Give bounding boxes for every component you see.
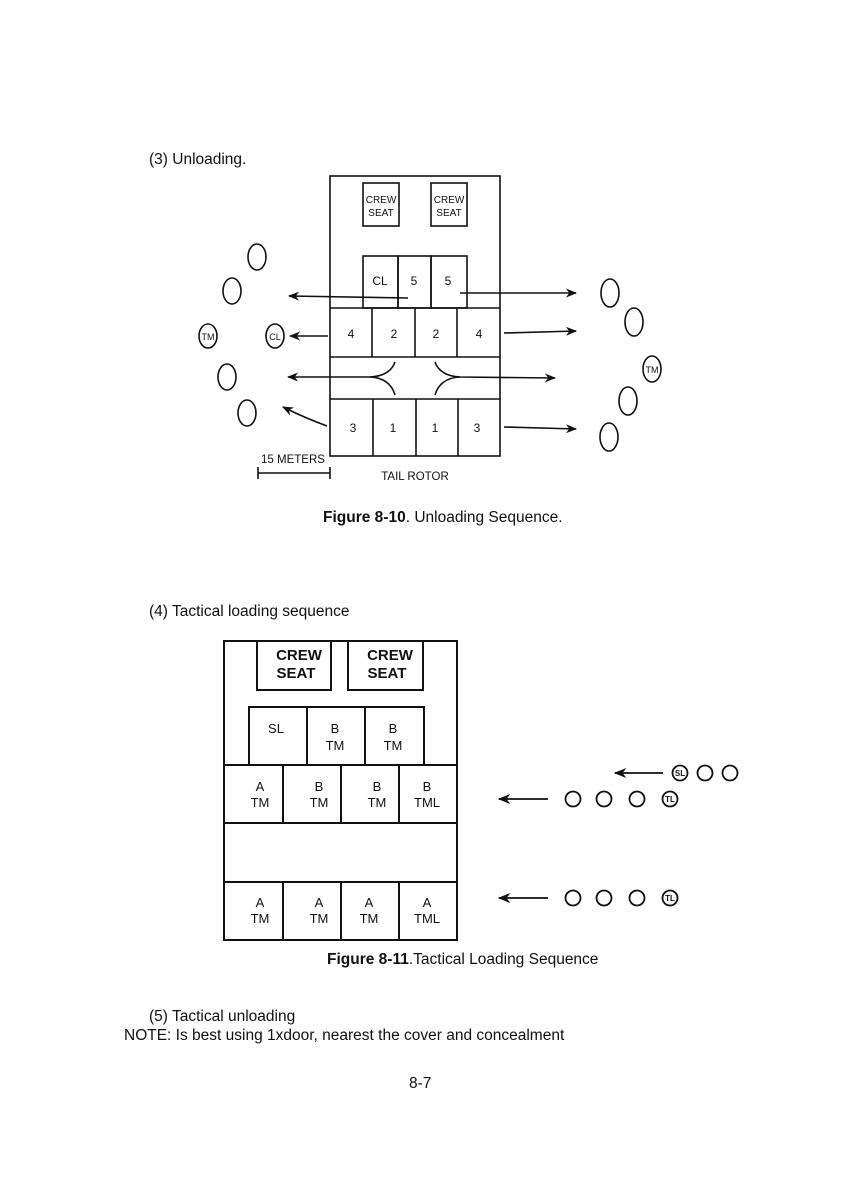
arrow-rear-left: [281, 406, 328, 427]
seat-label: 2: [391, 327, 398, 341]
troop-position: [618, 386, 638, 416]
seat-label: TM: [310, 911, 329, 926]
seat-label: A: [423, 895, 432, 910]
crew-seat-label: CREW: [366, 195, 397, 206]
seat-label: CL: [372, 274, 388, 288]
seat-label: 2: [433, 327, 440, 341]
figure-8-11-title: .Tactical Loading Sequence: [408, 951, 599, 968]
seat-label: B: [373, 779, 382, 794]
figure-8-11-label: Figure 8-11: [327, 951, 409, 968]
position-label: TL: [665, 795, 675, 804]
seat-label: SL: [268, 721, 284, 736]
crew-seat-left: [256, 640, 332, 691]
seat-label: A: [315, 895, 324, 910]
crew-seat-left: [362, 182, 400, 227]
troop-position: [624, 307, 644, 337]
position-label: SL: [675, 769, 685, 778]
crew-seat-label: SEAT: [368, 208, 393, 219]
troop-position: [564, 889, 582, 907]
seat-label: 5: [445, 274, 452, 288]
crew-seat-right: [347, 640, 424, 691]
seat-label: 1: [390, 421, 397, 435]
crew-seat-right: [430, 182, 468, 227]
seat-label: B: [389, 721, 398, 736]
arrow-rear-right: [503, 424, 578, 434]
seat-front-3: [364, 706, 425, 766]
seat-label: B: [315, 779, 324, 794]
seat-label: A: [256, 895, 265, 910]
seat-label: TM: [310, 795, 329, 810]
seat-label: TM: [251, 911, 270, 926]
figure-8-11-caption: Figure 8-11.Tactical Loading Sequence: [327, 951, 598, 969]
position-label: TL: [665, 894, 675, 903]
tactical-loading-heading: (4) Tactical loading sequence: [149, 603, 350, 620]
troop-position: [237, 399, 257, 427]
troop-position-tm: [198, 323, 218, 349]
troop-position: [600, 278, 620, 308]
seat-label: TM: [360, 911, 379, 926]
seat-label: 3: [350, 421, 357, 435]
scale-label: 15 METERS: [261, 454, 325, 466]
crew-seat-label: SEAT: [368, 665, 407, 682]
seat-label: TM: [326, 738, 345, 753]
position-label: TM: [646, 365, 659, 375]
troop-position-cl: [265, 323, 285, 349]
position-label: CL: [269, 332, 281, 342]
seat-label: 4: [348, 327, 355, 341]
troop-position: [628, 790, 646, 808]
unloading-heading: (3) Unloading.: [149, 151, 247, 168]
crew-seat-label: SEAT: [277, 665, 316, 682]
seat-front-2: [306, 706, 366, 766]
troop-position: [217, 363, 237, 391]
crew-seat-label: CREW: [434, 195, 465, 206]
seat-front-1: [248, 706, 308, 766]
troop-position: [721, 764, 739, 782]
page-number: 8-7: [409, 1075, 432, 1092]
position-label: TM: [202, 332, 215, 342]
troop-position: [595, 889, 613, 907]
troop-position: [628, 889, 646, 907]
helicopter-fuselage: [329, 175, 501, 457]
seat-label: A: [365, 895, 374, 910]
troop-position: [247, 243, 267, 271]
seat-label: TML: [414, 911, 440, 926]
figure-8-10-title: . Unloading Sequence.: [405, 509, 563, 526]
crew-seat-label: SEAT: [436, 208, 461, 219]
seat-label: 4: [476, 327, 483, 341]
seat-label: 1: [432, 421, 439, 435]
troop-position-tl: [661, 790, 679, 808]
troop-position: [564, 790, 582, 808]
seat-label: TM: [384, 738, 403, 753]
crew-seat-label: CREW: [276, 647, 323, 664]
tactical-unloading-heading: (5) Tactical unloading: [149, 1008, 296, 1025]
troop-position-tm: [642, 355, 662, 383]
note-text: NOTE: Is best using 1xdoor, nearest the …: [124, 1027, 565, 1044]
seat-label: TM: [251, 795, 270, 810]
troop-position: [222, 277, 242, 305]
seat-label: B: [331, 721, 340, 736]
figure-8-10-label: Figure 8-10: [323, 509, 406, 526]
seat-label: TM: [368, 795, 387, 810]
seat-label: 5: [411, 274, 418, 288]
arrow-middle-right: [503, 326, 578, 336]
troop-position: [696, 764, 714, 782]
seat-label: TML: [414, 795, 440, 810]
seat-label: B: [423, 779, 432, 794]
tail-rotor-label: TAIL ROTOR: [381, 471, 449, 483]
troop-position-sl: [671, 764, 689, 782]
arrow-front-left: [287, 291, 409, 301]
troop-position: [595, 790, 613, 808]
seat-label: A: [256, 779, 265, 794]
seat-label: 3: [474, 421, 481, 435]
troop-position: [599, 422, 619, 452]
troop-position-tl: [661, 889, 679, 907]
figure-8-10-caption: Figure 8-10. Unloading Sequence.: [323, 509, 563, 527]
crew-seat-label: CREW: [367, 647, 414, 664]
